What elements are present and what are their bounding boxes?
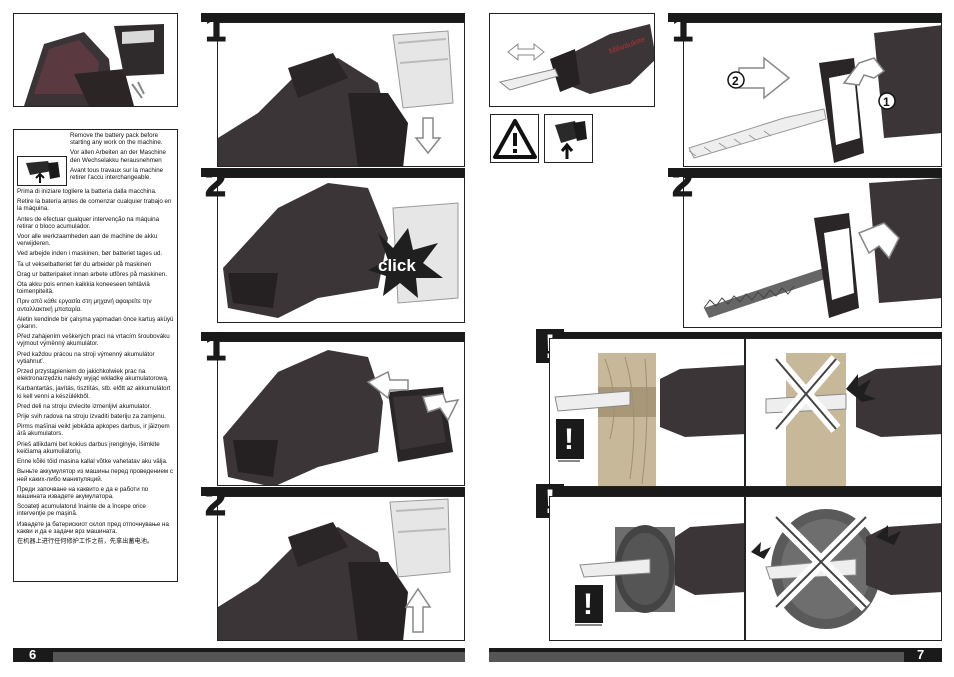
warning-text-sv: Drag ur batteripaket innan arbete utföre… [17,270,167,278]
warning-text-mk: Извадете ја батерискиот склоп пред отпоч… [17,520,169,535]
warning-text-el: Πριν από κάθε εργασία στη μηχανή αφαιρεί… [17,298,152,313]
battery-removed-icon [544,114,593,163]
step1-remove-rear-battery-panel [217,341,465,486]
incorrect-pipe-cut-panel [745,496,942,641]
warning-text-fi: Ota akku pois ennen kaikkia koneeseen te… [17,281,150,296]
warning-text-lv: Pirms mašīnai veikt jebkāda apkopes darb… [17,423,170,438]
warning-text-ro: Scoateţi acumulatorul înainte de a încep… [17,503,146,518]
warning-text-en: Remove the battery pack before starting … [70,132,163,147]
warning-text-no: Ta ut vekselbatteriet før du arbeider på… [17,260,152,268]
click-label: click [378,256,416,275]
left-page-footer: 6 [13,648,465,662]
step2-insert-battery-panel: click [217,177,465,323]
warning-text-zh: 在机器上进行任何修护工作之前，先拿出蓄电池。 [17,537,154,545]
step-number-2: 2 [204,163,227,205]
step-number-2-b: 2 [204,482,227,524]
warning-text-cs: Před zahájením veškerých prací na vrtací… [17,333,170,348]
battery-warning-icon [17,156,67,186]
incorrect-wood-cut-panel [745,338,942,487]
right-page-footer: 7 [489,648,942,662]
page-number-right: 7 [917,647,925,662]
battery-warning-panel: Remove the battery pack before starting … [13,129,178,582]
step-number-2-c: 2 [671,163,694,205]
step2-blade-lock-panel [683,177,942,328]
warning-text-tr: Aletin kendinde bir çalışma yapmadan önc… [17,315,174,331]
warning-mark-inner-1: ! [564,423,574,456]
step2-insert-rear-battery-panel [217,496,465,641]
warning-text-it: Prima di iniziare togliere la batteria d… [17,188,157,195]
warning-text-et: Enne kõiki töid masina kallal võtke vahe… [17,458,168,466]
warning-text-pt: Antes de efectuar qualquer intervenção n… [17,215,160,230]
warning-text-pl: Przed przystąpieniem do jakichkolwiek pr… [17,368,169,383]
warning-mark-inner-2: ! [583,588,593,621]
warning-text-ru: Выньте аккумулятор из машины перед прове… [17,468,173,483]
callout-1: 1 [883,95,890,109]
warning-text-fr: Avant tous travaux sur la machine retire… [70,166,164,182]
warning-text-da: Ved arbejde inden i maskinen, bør batter… [17,250,163,258]
warning-text-de: Vor allen Arbeiten an der Maschine den W… [70,149,166,164]
warning-triangle-icon [490,114,539,163]
page-number-left: 6 [29,647,37,662]
warning-text-bg: Преди започване на каквито е да е работи… [17,485,149,500]
correct-wood-cut-panel: ! [549,338,745,487]
step-number-1: 1 [204,8,227,50]
warning-text-sk: Pred každou prácou na stroji výmenný aku… [17,350,155,365]
callout-2: 2 [732,74,739,88]
warning-text-nl: Voor alle werkzaamheden aan de machine d… [17,233,158,248]
step-number-1-c: 1 [671,8,694,50]
correct-pipe-cut-panel: ! [549,496,745,641]
step-number-1-b: 1 [204,327,227,369]
step1-blade-release-panel: 2 1 [683,22,942,167]
warning-text-hr: Prije svih radova na stroju izvaditi bat… [17,413,166,421]
battery-removal-illustration [13,13,178,107]
warning-text-sl: Pred deli na stroju izvlecite izmenljivi… [17,402,152,410]
warning-text-lt: Prieš atlikdami bet kokius darbus įrengi… [17,440,160,455]
warning-text-hu: Karbantartás, javítás, tisztítás, stb. e… [17,385,171,400]
warning-text-es: Retire la batería antes de comenzar cual… [17,198,172,213]
blade-orientation-illustration: Milwaukee [489,13,655,107]
step1-remove-battery-panel [217,22,465,167]
